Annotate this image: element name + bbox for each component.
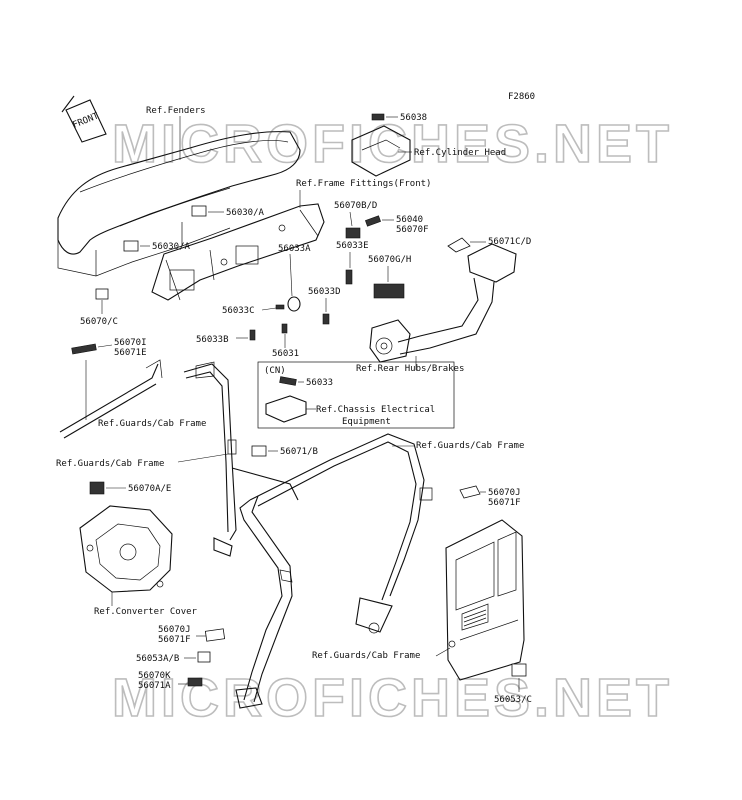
part-56070bd: 56070B/D xyxy=(334,201,377,211)
converter-cover-part xyxy=(79,505,173,593)
diagram-code: F2860 xyxy=(508,92,535,102)
decal-56070bd xyxy=(345,227,361,239)
leader-56070i xyxy=(97,344,113,348)
part-56070i: 56070I xyxy=(114,338,147,348)
leader-56033c xyxy=(261,307,277,311)
part-56033e: 56033E xyxy=(336,241,369,251)
part-56030a-upper: 56030/A xyxy=(226,208,265,218)
part-56031: 56031 xyxy=(272,349,299,359)
chassis-electrical-part xyxy=(265,395,307,423)
left-guard-bar-part xyxy=(59,343,163,439)
decal-56033c xyxy=(275,304,285,310)
part-56033: 56033 xyxy=(306,378,333,388)
leader-56033a xyxy=(289,253,293,297)
part-56071cd: 56071C/D xyxy=(488,237,531,247)
ref-guards-mid-label: Ref.Guards/Cab Frame xyxy=(56,459,164,469)
part-56030a-lower: 56030/A xyxy=(152,242,191,252)
part-56033c: 56033C xyxy=(222,306,255,316)
leader-guards-door xyxy=(435,647,451,657)
decal-56070c xyxy=(95,288,109,300)
cn-inset-box xyxy=(257,361,455,429)
part-56071b: 56071/B xyxy=(280,447,318,457)
part-56070j-lower: 56070J xyxy=(158,625,191,635)
part-56070k: 56070K xyxy=(138,671,171,681)
ref-guards-door-label: Ref.Guards/Cab Frame xyxy=(312,651,420,661)
cab-door-part xyxy=(445,519,525,681)
decal-56070j-upper xyxy=(459,485,481,499)
cylinder-head-part xyxy=(351,113,411,177)
part-56070f: 56070F xyxy=(396,225,429,235)
part-56033a: 56033A xyxy=(278,244,311,254)
decal-56071b xyxy=(251,445,267,457)
decal-56030a-lower xyxy=(123,240,139,252)
part-56040: 56040 xyxy=(396,215,423,225)
decal-56033b xyxy=(249,329,256,341)
rear-hubs-brakes-part xyxy=(369,243,517,363)
watermark-bottom: MICROFICHES.NET xyxy=(112,668,673,728)
part-56070c: 56070/C xyxy=(80,317,118,327)
decal-56038 xyxy=(371,113,385,121)
ref-guards-left-label: Ref.Guards/Cab Frame xyxy=(98,419,206,429)
decal-56033a-ring xyxy=(287,296,301,312)
part-56071e: 56071E xyxy=(114,348,147,358)
decal-56070j-lower xyxy=(204,628,226,642)
cn-tag: (CN) xyxy=(264,366,286,376)
part-56033b: 56033B xyxy=(196,335,229,345)
decal-56053c xyxy=(511,663,527,677)
part-56071f-upper: 56071F xyxy=(488,498,521,508)
fenders-part xyxy=(57,131,301,277)
ref-chassis-electrical-label-2: Equipment xyxy=(342,417,391,427)
ref-cylinder-head-label: Ref.Cylinder Head xyxy=(414,148,506,158)
part-56070ae: 56070A/E xyxy=(128,484,171,494)
part-56070gh: 56070G/H xyxy=(368,255,411,265)
decal-56031 xyxy=(281,323,288,334)
decal-56033e xyxy=(345,269,353,285)
decal-56033d xyxy=(322,313,330,325)
ref-guards-right-label: Ref.Guards/Cab Frame xyxy=(416,441,524,451)
leader-guards-mid xyxy=(177,453,229,463)
ref-rear-hubs-label: Ref.Rear Hubs/Brakes xyxy=(356,364,464,374)
part-56053c: 56053/C xyxy=(494,695,532,705)
part-56071a: 56071A xyxy=(138,681,171,691)
decal-56053ab xyxy=(197,651,211,663)
decal-56030a-upper xyxy=(191,205,207,217)
part-56070j-upper: 56070J xyxy=(488,488,521,498)
cab-frame-rollbar-part xyxy=(183,361,433,709)
part-56053ab: 56053A/B xyxy=(136,654,179,664)
ref-converter-cover-label: Ref.Converter Cover xyxy=(94,607,198,617)
ref-frame-fittings-label: Ref.Frame Fittings(Front) xyxy=(296,179,431,189)
part-56038: 56038 xyxy=(400,113,427,123)
decal-56040 xyxy=(365,215,381,227)
decal-56070k xyxy=(187,677,203,687)
front-arrow-icon: FRONT xyxy=(61,95,107,143)
ref-chassis-electrical-label-1: Ref.Chassis Electrical xyxy=(316,405,435,415)
decal-56070ae xyxy=(89,481,105,495)
decal-56071cd xyxy=(447,237,471,253)
decal-56070gh xyxy=(373,283,405,299)
part-56033d: 56033D xyxy=(308,287,341,297)
ref-fenders-label: Ref.Fenders xyxy=(146,106,206,116)
part-56071f-lower: 56071F xyxy=(158,635,191,645)
decal-56033 xyxy=(279,376,297,386)
frame-fittings-panel-part xyxy=(151,203,325,301)
leader-56070bd xyxy=(349,211,353,227)
decal-56070i xyxy=(71,343,97,355)
